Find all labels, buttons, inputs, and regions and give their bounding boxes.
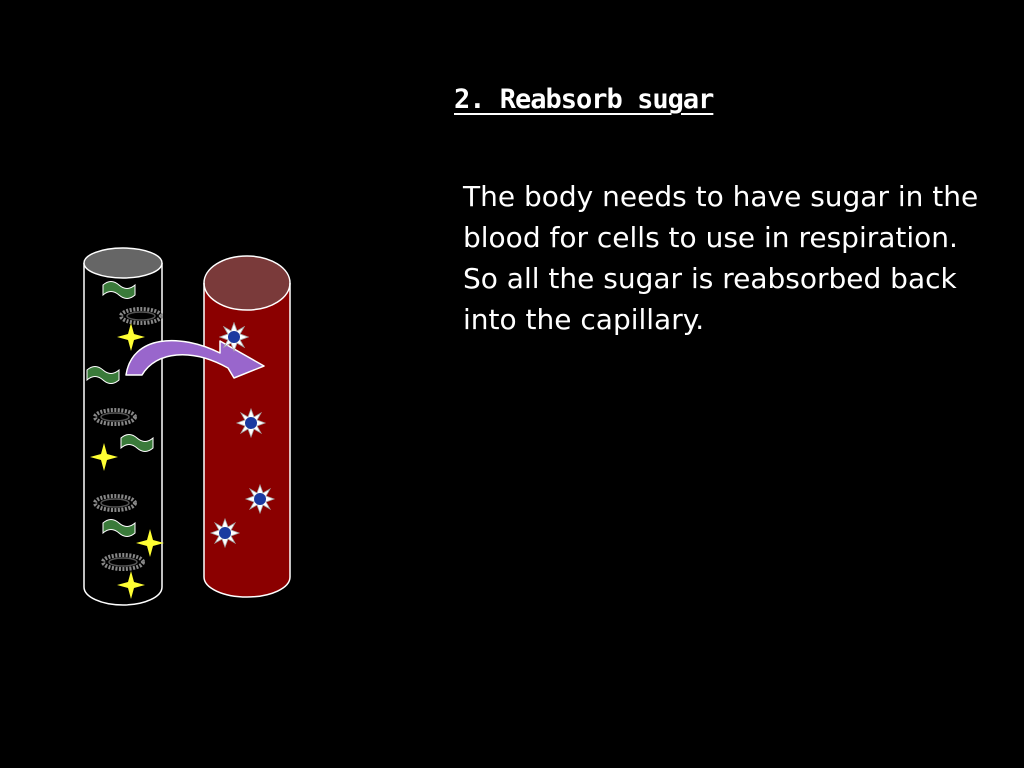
- curved-arrow-icon: [125, 339, 265, 379]
- kidney-reabsorption-diagram: [83, 247, 291, 606]
- slide-heading: 2. Reabsorb sugar: [454, 84, 714, 115]
- blue-sun-icon: [210, 518, 240, 548]
- blue-sun-icon: [219, 322, 249, 352]
- blue-sun-icon: [245, 484, 275, 514]
- slide-body-text: The body needs to have sugar in the bloo…: [463, 180, 979, 336]
- blue-sun-icon: [236, 408, 266, 438]
